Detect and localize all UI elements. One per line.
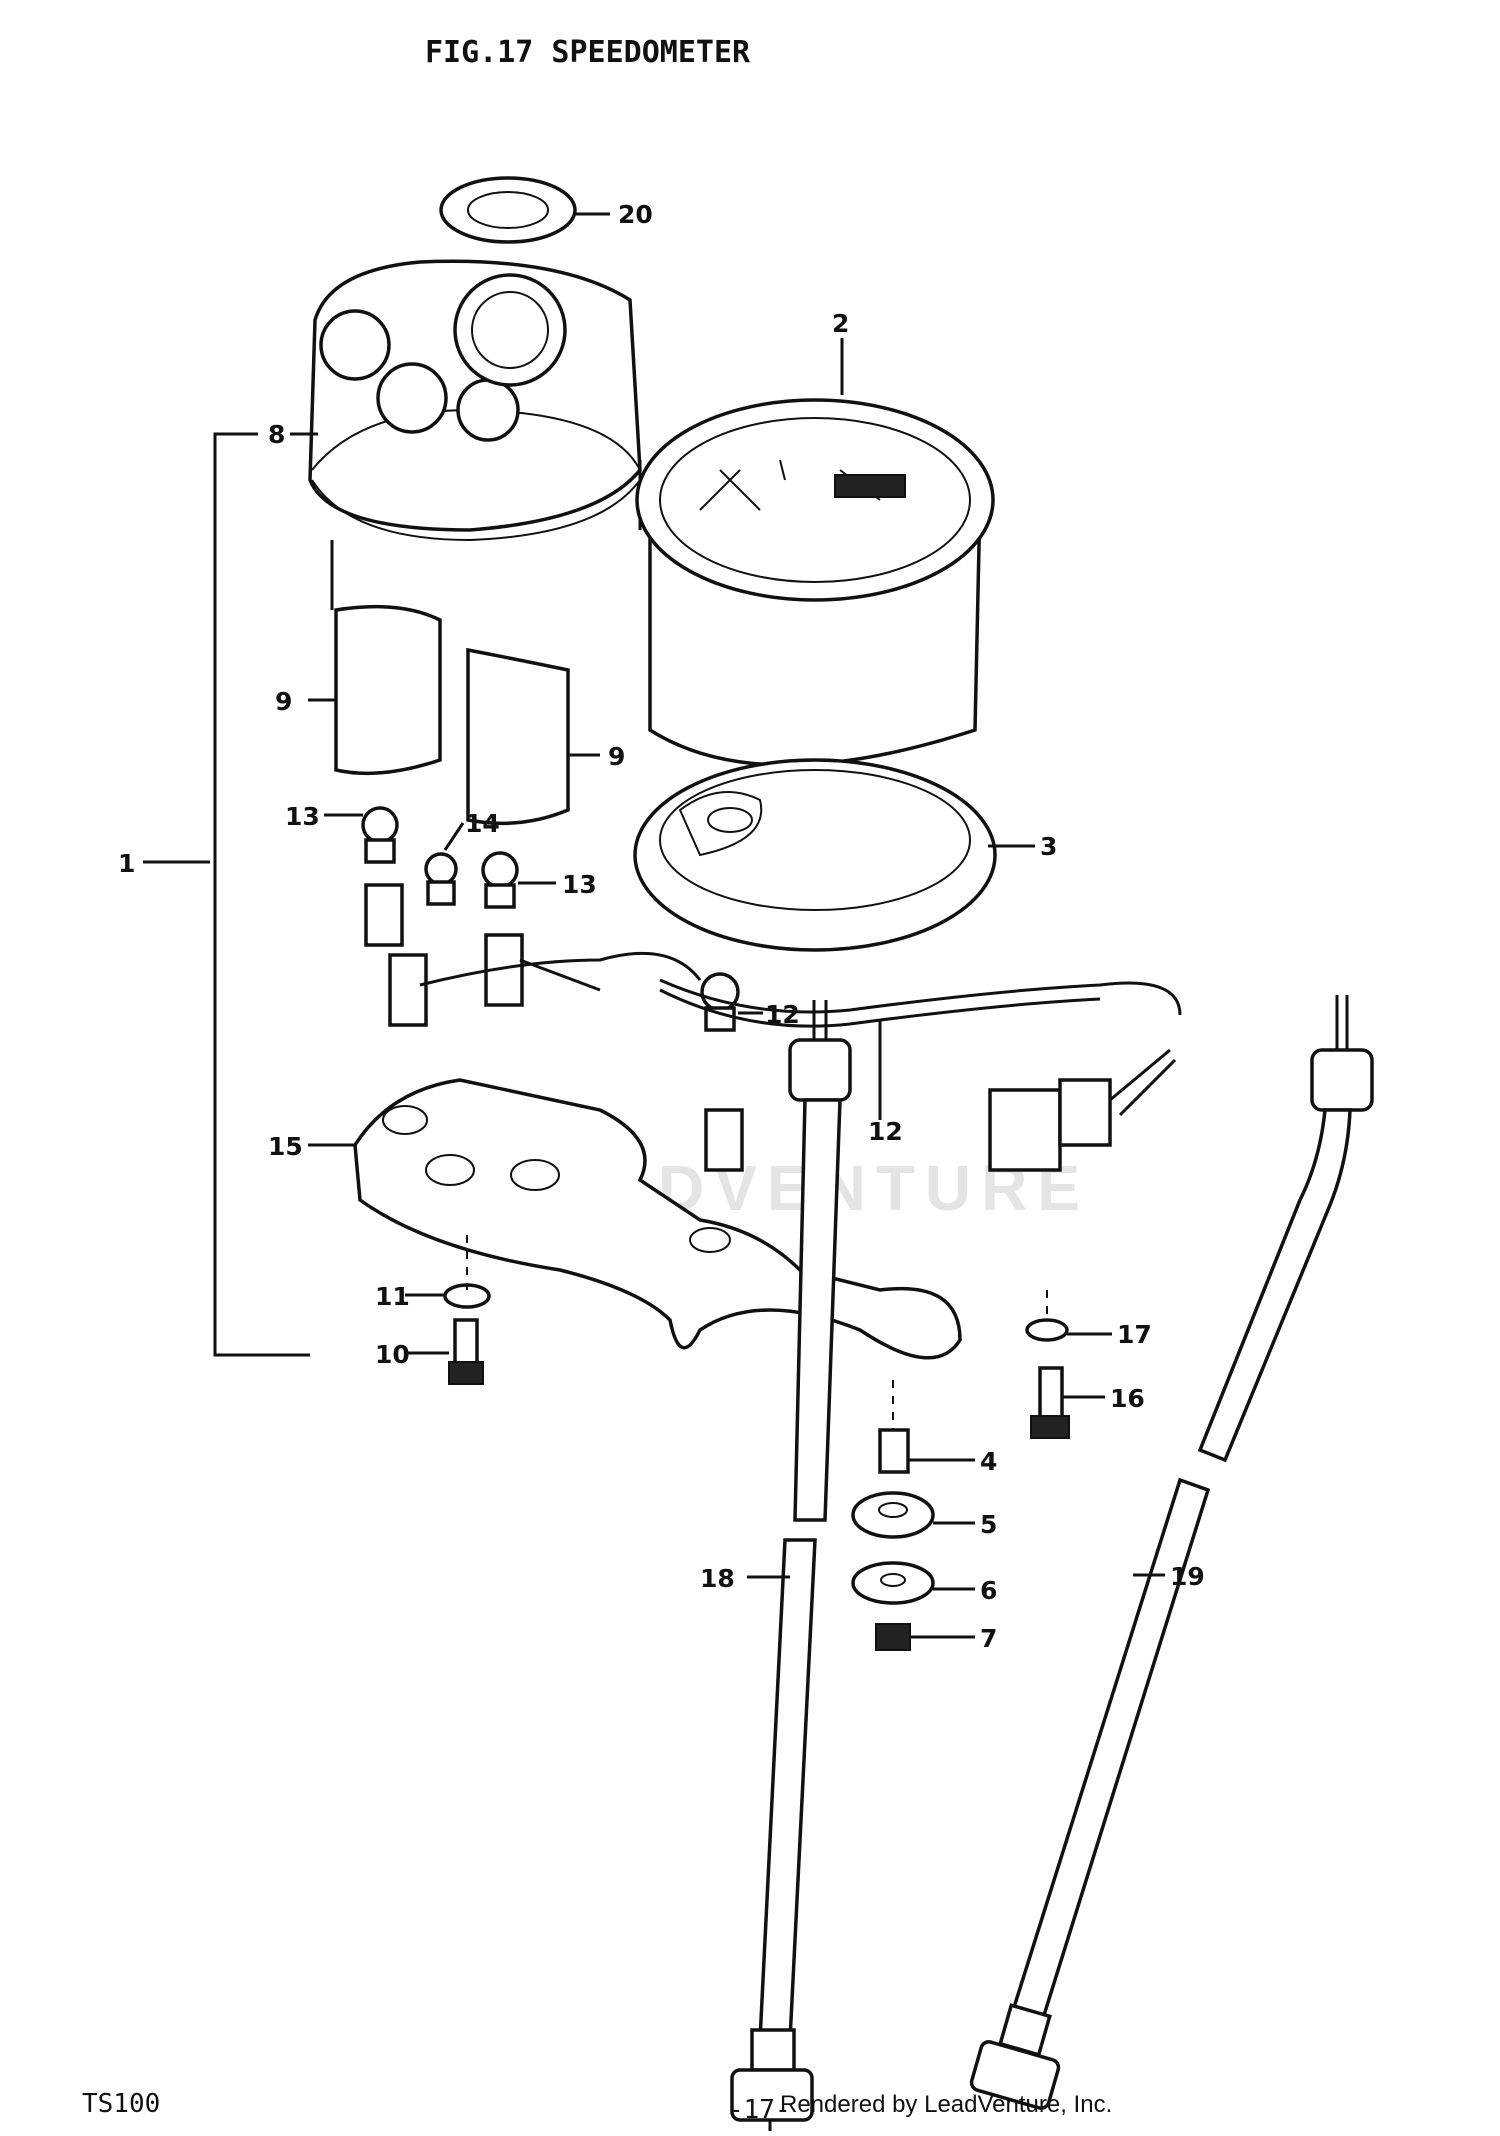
callout-17: 17 (1117, 1320, 1152, 1349)
part-9-rubber-sleeves (334, 604, 570, 826)
model-code: TS100 (82, 2089, 160, 2119)
callout-1: 1 (118, 849, 135, 878)
bulb-sockets (364, 883, 744, 1172)
callout-9b: 9 (608, 742, 625, 771)
callout-14: 14 (465, 809, 500, 838)
assembly-lines (466, 1235, 1048, 1430)
callout-3: 3 (1040, 832, 1057, 861)
callout-12a: 12 (765, 1000, 800, 1029)
part-20-cover-ring (439, 176, 577, 244)
figure-title: FIG.17 SPEEDOMETER (425, 35, 751, 70)
part-18-speedometer-cable (730, 1000, 852, 2131)
callout-13a: 13 (285, 802, 320, 831)
part-2-speedometer (635, 398, 995, 767)
part-7-nut (875, 1623, 911, 1651)
callout-18: 18 (700, 1564, 735, 1593)
part-16-screw (1030, 1366, 1070, 1439)
part-13-bulb-right (481, 851, 519, 909)
callout-8: 8 (268, 420, 285, 449)
callout-6: 6 (980, 1576, 997, 1605)
callout-5: 5 (980, 1510, 997, 1539)
part-3-meter-ring (633, 758, 997, 952)
part-19-tachometer-cable (969, 995, 1374, 2110)
callout-10: 10 (375, 1340, 410, 1369)
callout-2: 2 (832, 309, 849, 338)
part-6-washer (851, 1561, 935, 1605)
credit-line: Rendered by LeadVenture, Inc. (780, 2091, 1112, 2118)
callout-12b: 12 (868, 1117, 903, 1146)
part-8-meter-case (308, 259, 642, 610)
part-13-bulb-left (361, 806, 399, 864)
callout-7: 7 (980, 1624, 997, 1653)
callout-11: 11 (375, 1282, 410, 1311)
page-number: -17- (728, 2095, 791, 2125)
callout-9a: 9 (275, 687, 292, 716)
part-12-bulb (700, 972, 740, 1032)
leader-lines (143, 212, 1165, 1639)
part-17-washer (1025, 1318, 1069, 1342)
part-10-screw (448, 1318, 484, 1385)
callout-13b: 13 (562, 870, 597, 899)
callout-19: 19 (1170, 1562, 1205, 1591)
callout-20: 20 (618, 200, 653, 229)
part-4-spacer (878, 1428, 910, 1474)
callout-15: 15 (268, 1132, 303, 1161)
part-12-wiring-harness (659, 978, 1182, 1172)
part-1-assembly-bracket (213, 432, 310, 1357)
part-14-bulb (424, 852, 458, 906)
callout-16: 16 (1110, 1384, 1145, 1413)
callout-4: 4 (980, 1447, 997, 1476)
part-5-cushion (851, 1491, 935, 1539)
